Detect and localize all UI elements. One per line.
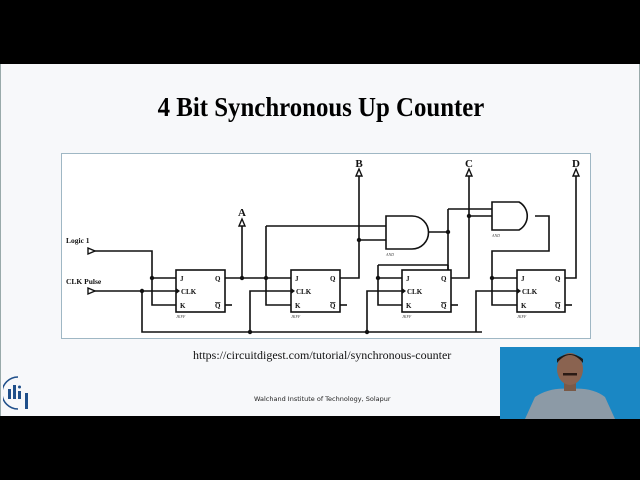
svg-text:J: J (406, 275, 410, 283)
svg-text:CLK: CLK (181, 288, 197, 296)
svg-text:J: J (521, 275, 525, 283)
input-arrow-icon (87, 286, 97, 296)
circuit-diagram: Logic 1 CLK Pulse A B C D J CLK K Q Q J … (66, 158, 581, 335)
svg-text:J: J (180, 275, 184, 283)
input-arrow-icon (87, 246, 97, 256)
svg-text:K: K (521, 302, 527, 310)
circuit-diagram-panel: Logic 1 CLK Pulse A B C D J CLK K Q Q J … (61, 153, 591, 339)
svg-text:K: K (295, 302, 301, 310)
output-label-b: B (355, 158, 363, 170)
svg-text:Q: Q (215, 275, 221, 283)
svg-text:CLK: CLK (407, 288, 423, 296)
svg-text:JKFF: JKFF (291, 314, 301, 319)
presenter-video-icon (500, 347, 640, 419)
svg-text:K: K (180, 302, 186, 310)
output-label-a: A (238, 207, 246, 219)
output-label-d: D (572, 158, 580, 170)
presenter-webcam (500, 347, 640, 419)
clk-pulse-label: CLK Pulse (66, 277, 102, 286)
svg-text:Q: Q (330, 275, 336, 283)
svg-text:CLK: CLK (522, 288, 538, 296)
output-label-c: C (465, 158, 473, 170)
svg-text:J: J (295, 275, 299, 283)
svg-text:Q: Q (555, 275, 561, 283)
svg-text:AND: AND (491, 233, 500, 238)
svg-text:Q: Q (441, 275, 447, 283)
institute-logo-icon (1, 375, 33, 411)
source-url-link[interactable]: https://circuitdigest.com/tutorial/synch… (193, 348, 452, 362)
logic1-label: Logic 1 (66, 236, 90, 245)
svg-text:JKFF: JKFF (402, 314, 412, 319)
institute-footer: Walchand Institute of Technology, Solapu… (254, 395, 391, 403)
svg-text:JKFF: JKFF (176, 314, 186, 319)
svg-text:JKFF: JKFF (517, 314, 527, 319)
svg-text:Q: Q (330, 302, 336, 310)
svg-text:Q: Q (215, 302, 221, 310)
svg-text:Q: Q (441, 302, 447, 310)
svg-text:Q: Q (555, 302, 561, 310)
svg-text:CLK: CLK (296, 288, 312, 296)
svg-text:K: K (406, 302, 412, 310)
svg-text:AND: AND (385, 252, 394, 257)
slide: 4 Bit Synchronous Up Counter (0, 64, 640, 416)
slide-title: 4 Bit Synchronous Up Counter (157, 92, 485, 122)
